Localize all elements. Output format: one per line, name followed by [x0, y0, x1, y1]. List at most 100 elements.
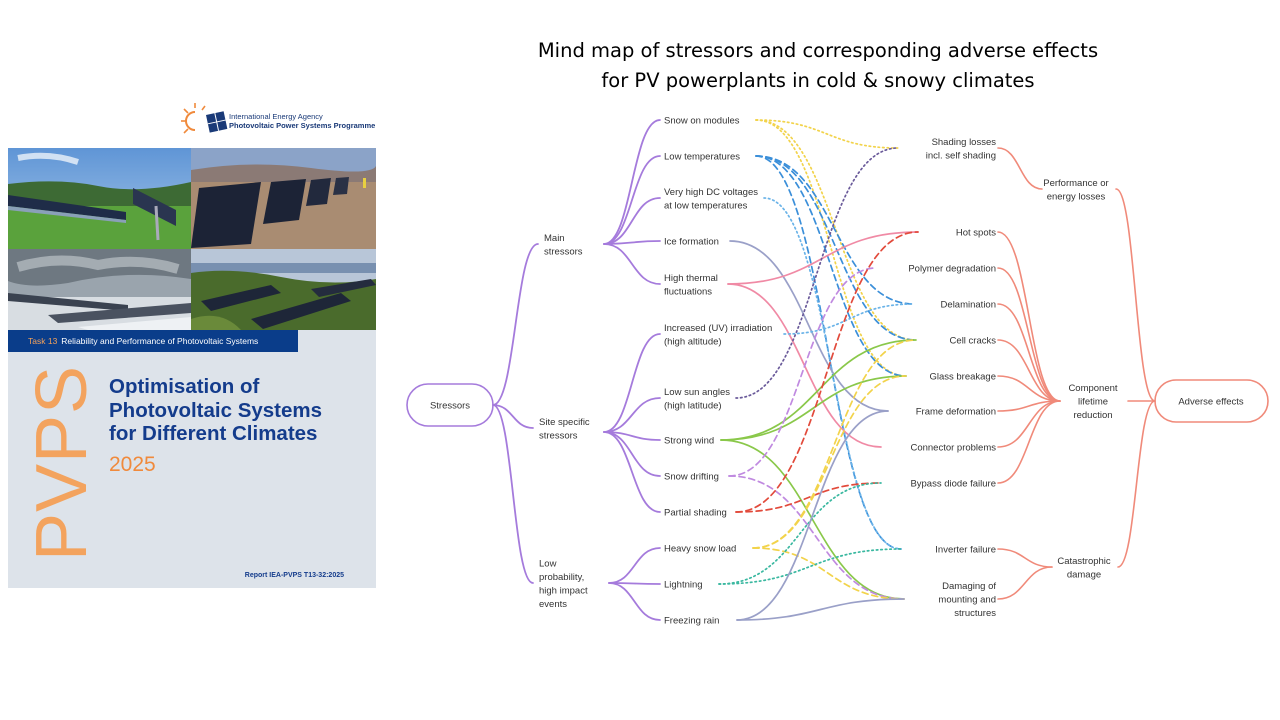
task-label: Task 13: [28, 336, 58, 346]
cover-title: Optimisation of Photovoltaic Systems for…: [109, 375, 322, 446]
effect-label-connector: Connector problems: [910, 443, 996, 454]
report-cover: International Energy Agency Photovoltaic…: [8, 96, 376, 588]
stressor-label-partial: Partial shading: [664, 508, 727, 519]
effect-label-inverter: Inverter failure: [935, 545, 996, 556]
branch-main-thermal: [603, 243, 661, 285]
branch-effect-mounting: [997, 566, 1053, 600]
effect-label-bypass: Bypass diode failure: [910, 479, 996, 490]
link-lowtemp-glass: [755, 155, 907, 377]
link-uv-delam: [783, 303, 915, 335]
slide-title-line-2: for PV powerplants in cold & snowy clima…: [601, 69, 1035, 92]
stressor-label-ice: Ice formation: [664, 237, 719, 248]
link-drift-polymer: [728, 267, 877, 477]
branch-effect-shading: [997, 147, 1043, 190]
link-lowtemp-delam: [755, 155, 915, 305]
link-snow-shading: [755, 119, 899, 149]
effect-label-cracks: Cell cracks: [950, 336, 997, 347]
branch-effect-polymer: [997, 267, 1061, 402]
branch-main-lowtemp: [603, 155, 661, 245]
link-dcv-inverter: [763, 197, 902, 550]
branch-root-main: [492, 243, 539, 406]
stressor-label-drift: Snow drifting: [664, 472, 719, 483]
stressor-label-wind: Strong wind: [664, 436, 714, 447]
link-sunangle-shading: [735, 147, 899, 399]
stressor-label-sunangle: Low sun angles(high latitude): [664, 387, 730, 412]
stressor-label-lightning: Lightning: [664, 580, 703, 591]
branch-root-lowprob: [492, 404, 534, 584]
stressor-label-uv: Increased (UV) irradiation(high altitude…: [664, 323, 772, 348]
link-wind-cracks: [720, 339, 917, 441]
link-heavysnow-mounting: [752, 547, 905, 600]
logo-line-2: Photovoltaic Power Systems Programme: [229, 121, 376, 130]
slide-title: Mind map of stressors and corresponding …: [480, 36, 1156, 96]
cover-title-line-1: Optimisation of: [109, 375, 260, 398]
photo-snow-array: [8, 249, 191, 330]
link-drift-mounting: [728, 475, 905, 600]
link-ice-frame: [729, 240, 889, 412]
outcome-label: Adverse effects: [1178, 397, 1244, 408]
link-frain-frame: [736, 410, 889, 621]
effect-label-hotspots: Hot spots: [956, 228, 996, 239]
logo-line-1: International Energy Agency: [229, 112, 323, 121]
stressor-label-lowtemp: Low temperatures: [664, 152, 740, 163]
link-snow-cracks: [755, 119, 917, 341]
branch-category-cat: [1117, 400, 1156, 568]
link-lowtemp-cracks: [755, 155, 917, 341]
slide-title-line-1: Mind map of stressors and corresponding …: [537, 39, 1099, 62]
report-number: Report IEA-PVPS T13-32:2025: [244, 572, 344, 579]
link-heavysnow-glass: [752, 375, 907, 549]
link-thermal-hotspots: [727, 231, 919, 285]
tree-branches: [406, 119, 1269, 621]
branch-effect-hotspots: [997, 231, 1061, 402]
branch-site-sunangle: [603, 397, 661, 433]
root-label: Stressors: [430, 401, 470, 412]
branch-site-partial: [603, 431, 661, 513]
cover-title-line-2: Photovoltaic Systems: [109, 398, 323, 422]
effect-label-frame: Frame deformation: [916, 407, 996, 418]
link-wind-glass: [720, 375, 907, 441]
cover-header: [8, 96, 376, 148]
logo-text: International Energy Agency Photovoltaic…: [229, 112, 375, 130]
stressor-label-heavysnow: Heavy snow load: [664, 544, 736, 555]
branch-lowprob-frain: [608, 582, 661, 621]
branch-effect-cracks: [997, 339, 1061, 402]
photo-hillside-array: [191, 249, 376, 330]
link-partial-bypass: [735, 482, 882, 513]
stressor-label-frain: Freezing rain: [664, 616, 719, 627]
effect-label-delam: Delamination: [941, 300, 996, 311]
branch-effect-connector: [997, 400, 1061, 448]
link-heavysnow-cracks: [752, 339, 917, 549]
task-text: Reliability and Performance of Photovolt…: [61, 336, 259, 346]
link-lightning-inverter: [718, 548, 902, 585]
cross-links: [718, 119, 919, 621]
branch-effect-inverter: [997, 548, 1053, 568]
branch-lowprob-heavysnow: [608, 547, 661, 584]
cover-title-line-3: for Different Climates: [109, 422, 318, 445]
branch-main-dcv: [603, 197, 661, 245]
link-lightning-bypass: [718, 482, 882, 585]
photo-desert-array: [191, 148, 376, 249]
link-frain-mounting: [736, 598, 905, 621]
branch-site-uv: [603, 333, 661, 433]
branch-root-site: [492, 404, 534, 429]
branch-main-snow: [603, 119, 661, 245]
effect-label-polymer: Polymer degradation: [908, 264, 996, 275]
iea-pvps-logo-icon: [181, 103, 228, 134]
stressor-label-snow: Snow on modules: [664, 116, 740, 127]
link-partial-hotspots: [735, 231, 919, 513]
branch-category-perf: [1115, 188, 1156, 402]
effect-label-glass: Glass breakage: [929, 372, 996, 383]
cover-year: 2025: [109, 453, 156, 476]
